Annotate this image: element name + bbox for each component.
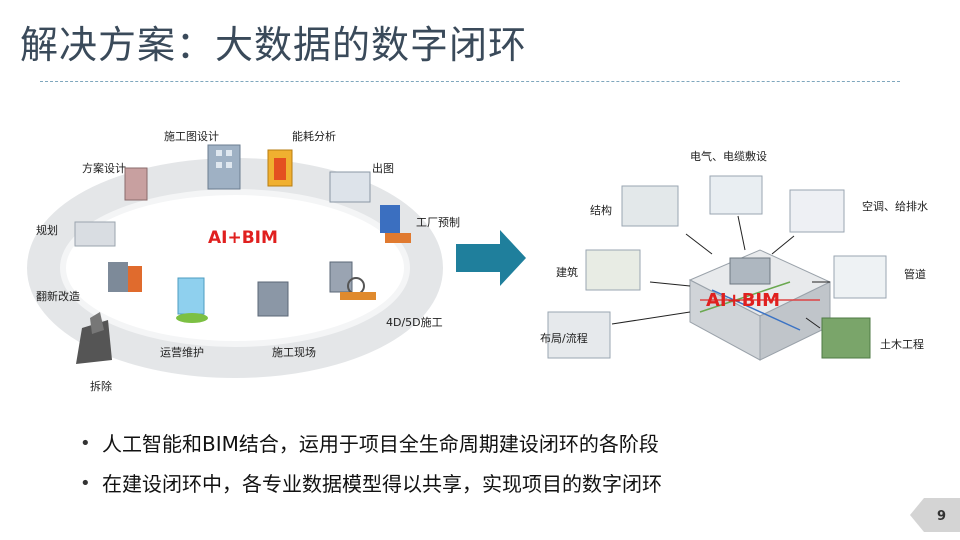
- page-number: 9: [936, 509, 946, 524]
- title-divider: [40, 81, 900, 82]
- stage-label-demolition: 拆除: [90, 380, 112, 393]
- ai-bim-label-left: AI+BIM: [208, 228, 278, 248]
- page-number-tab: [910, 498, 960, 532]
- bullet-list: • 人工智能和BIM结合，运用于项目全生命周期建设闭环的各阶段 • 在建设闭环中…: [78, 424, 662, 504]
- building-illustrations: [74, 144, 411, 364]
- stage-label-operations: 运营维护: [160, 346, 204, 359]
- stage-label-4d5d: 4D/5D施工: [386, 316, 443, 329]
- discipline-label-architecture: 建筑: [556, 266, 578, 279]
- stage-label-prefab: 工厂预制: [416, 216, 460, 229]
- slide-title: 解决方案：大数据的数字闭环: [20, 23, 528, 67]
- discipline-label-electrical: 电气、电缆敷设: [690, 150, 767, 163]
- transition-arrow-icon: [456, 230, 526, 286]
- diagram-canvas: [27, 144, 887, 378]
- stage-label-output: 出图: [372, 162, 394, 175]
- discipline-label-structure: 结构: [590, 204, 612, 217]
- discipline-hub: [688, 249, 832, 361]
- discipline-label-civil: 土木工程: [880, 338, 924, 351]
- bullet-glyph: •: [80, 433, 91, 454]
- stage-label-renovation: 翻新改造: [36, 290, 80, 303]
- connector-lines: [611, 215, 830, 329]
- discipline-label-piping: 管道: [904, 268, 926, 281]
- bullet-text: 在建设闭环中，各专业数据模型得以共享，实现项目的数字闭环: [102, 472, 662, 496]
- discipline-label-hvac: 空调、给排水: [862, 200, 928, 213]
- bullet-item: • 在建设闭环中，各专业数据模型得以共享，实现项目的数字闭环: [78, 464, 662, 504]
- stage-label-scheme: 方案设计: [82, 162, 126, 175]
- stage-label-planning: 规划: [36, 224, 58, 237]
- ai-bim-label-right: AI+BIM: [706, 290, 781, 311]
- bullet-glyph: •: [80, 473, 91, 494]
- bullet-item: • 人工智能和BIM结合，运用于项目全生命周期建设闭环的各阶段: [78, 424, 662, 464]
- discipline-thumbnails: [547, 175, 887, 359]
- stage-label-drawing: 施工图设计: [164, 130, 219, 143]
- bullet-text: 人工智能和BIM结合，运用于项目全生命周期建设闭环的各阶段: [102, 432, 659, 456]
- stage-label-site: 施工现场: [272, 346, 316, 359]
- discipline-label-layout: 布局/流程: [540, 332, 588, 345]
- stage-label-energy: 能耗分析: [292, 130, 336, 143]
